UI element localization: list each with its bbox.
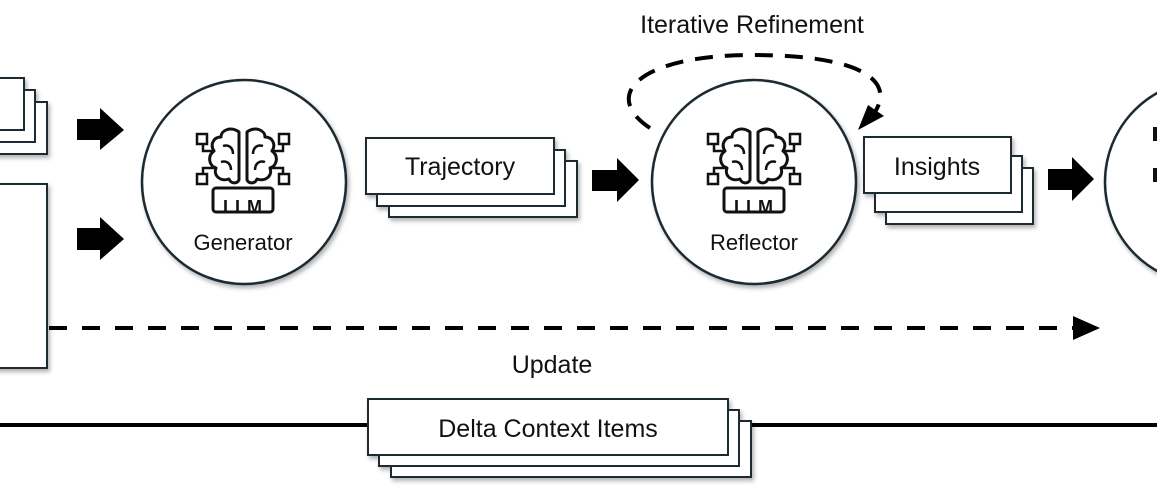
arrow-to-generator-bottom	[77, 217, 124, 260]
input-stack-top	[0, 77, 48, 155]
input-box-bottom	[0, 183, 48, 369]
next-node-icon-fragment	[1153, 127, 1157, 141]
trajectory-label: Trajectory	[405, 153, 516, 181]
iterative-refinement-label: Iterative Refinement	[640, 11, 864, 39]
update-arrowhead	[1073, 316, 1100, 340]
next-node-circle	[1103, 91, 1157, 273]
delta-context-stack	[367, 398, 752, 478]
insights-stack	[863, 136, 1034, 225]
generator-llm-badge: LLM	[223, 197, 263, 217]
reflector-node: LLM Reflector	[650, 78, 858, 286]
generator-label: Generator	[193, 230, 292, 255]
reflector-llm-badge: LLM	[734, 197, 774, 217]
arrow-to-generator-top	[77, 108, 124, 150]
refinement-loop-arrowhead	[858, 105, 884, 130]
generator-node: LLM Generator	[140, 78, 348, 286]
trajectory-stack	[365, 137, 578, 218]
next-node-icon-fragment	[1153, 168, 1157, 182]
arrow-to-reflector	[592, 158, 639, 202]
insights-label: Insights	[894, 153, 980, 181]
delta-context-label: Delta Context Items	[438, 415, 658, 443]
update-label: Update	[512, 351, 593, 379]
refinement-loop-arrow	[626, 52, 883, 130]
arrow-to-next-node	[1048, 157, 1094, 201]
reflector-label: Reflector	[710, 230, 798, 255]
